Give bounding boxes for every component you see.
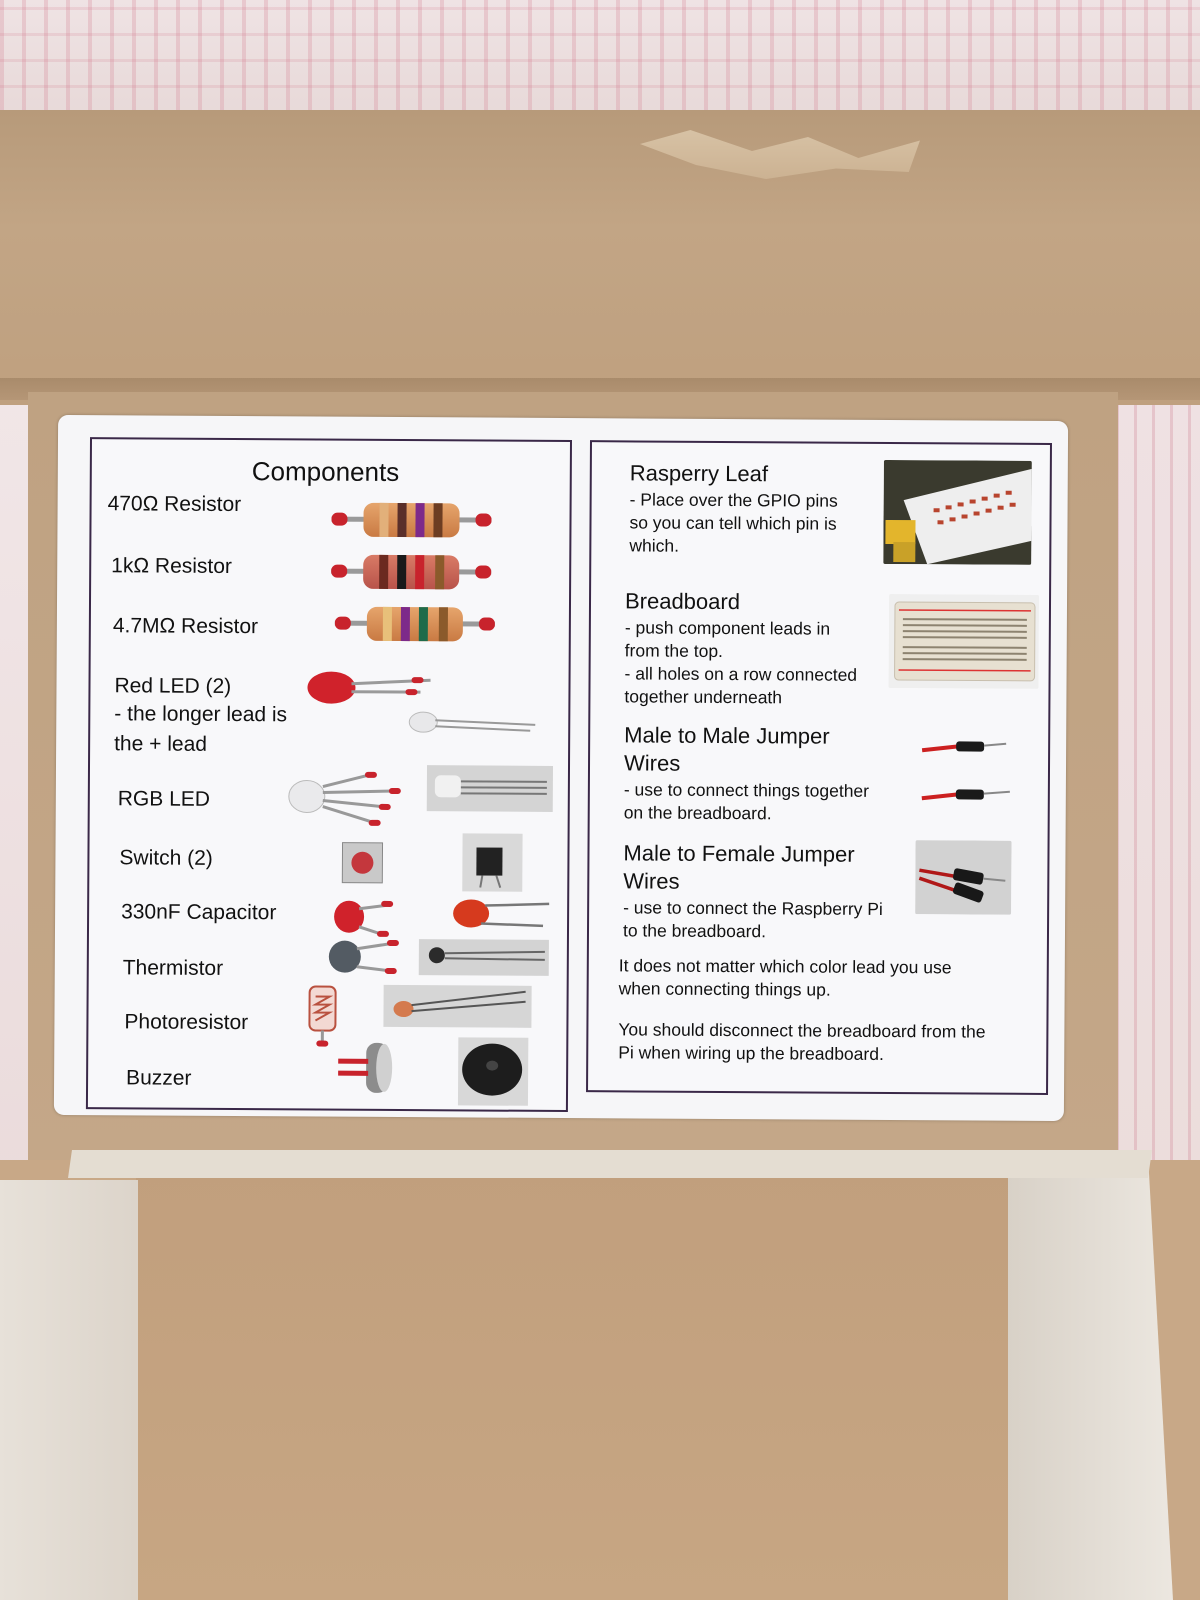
mf-jumper-title-line1: Male to Female Jumper (623, 840, 855, 867)
resistor-1k-image (331, 554, 492, 590)
breadboard-line-4: together underneath (624, 686, 783, 708)
component-sheet: Components 470Ω Resistor 1kΩ Resistor 4.… (53, 414, 1069, 1122)
resistor-470-image (331, 502, 492, 538)
note2-line-1: You should disconnect the breadboard fro… (618, 1019, 986, 1042)
thermistor-image (328, 939, 549, 976)
leaf-title: Rasperry Leaf (629, 460, 769, 487)
male-male-jumper-image (921, 741, 1010, 801)
info-panel: Rasperry Leaf - Place over the GPIO pins… (586, 440, 1052, 1095)
component-label-switch: Switch (2) (119, 846, 213, 870)
note2-line-2: Pi when wiring up the breadboard. (618, 1042, 884, 1064)
red-led-image (307, 671, 536, 733)
resistor-4.7m-image (334, 606, 495, 642)
capacitor-image (334, 899, 550, 937)
component-label-photoresistor: Photoresistor (124, 1010, 249, 1035)
mf-jumper-title-line2: Wires (623, 868, 680, 894)
rgb-led-image (288, 765, 554, 826)
breadboard-line-3: - all holes on a row connected (624, 663, 858, 685)
box-lid (0, 110, 1200, 405)
component-label-4.7m-resistor: 4.7MΩ Resistor (112, 614, 259, 639)
mm-jumper-line-2: on the breadboard. (623, 802, 772, 824)
mm-jumper-title-line2: Wires (623, 750, 681, 776)
red-led-note-line2: the + lead (114, 732, 208, 756)
mm-jumper-line-1: - use to connect things together (623, 779, 870, 801)
box-flap-left (0, 1180, 138, 1600)
leaf-line-3: which. (629, 535, 680, 556)
mm-jumper-title-line1: Male to Male Jumper (624, 722, 830, 749)
components-title: Components (251, 456, 400, 488)
raspberry-leaf-photo (883, 459, 1032, 565)
breadboard-photo (888, 594, 1040, 689)
buzzer-image (338, 1037, 529, 1106)
box-flap-right (1008, 1160, 1173, 1600)
photoresistor-image (308, 984, 532, 1047)
component-label-470-resistor: 470Ω Resistor (107, 492, 242, 517)
leaf-line-2: so you can tell which pin is (629, 512, 837, 534)
component-label-capacitor: 330nF Capacitor (121, 900, 277, 925)
component-label-thermistor: Thermistor (122, 956, 224, 980)
note1-line-1: It does not matter which color lead you … (618, 955, 952, 978)
red-led-note-line1: - the longer lead is (114, 702, 288, 727)
mf-jumper-line-2: to the breadboard. (622, 920, 767, 942)
box-floor (136, 1165, 1011, 1600)
mf-jumper-line-1: - use to connect the Raspberry Pi (623, 897, 883, 919)
components-panel: Components 470Ω Resistor 1kΩ Resistor 4.… (85, 437, 573, 1113)
breadboard-line-2: from the top. (624, 640, 724, 661)
breadboard-title: Breadboard (624, 588, 741, 615)
breadboard-line-1: - push component leads in (624, 617, 831, 639)
component-label-1k-resistor: 1kΩ Resistor (111, 554, 233, 578)
component-label-buzzer: Buzzer (126, 1066, 192, 1090)
male-female-jumper-photo (915, 840, 1012, 915)
note1-line-2: when connecting things up. (618, 978, 831, 1000)
component-label-red-led: Red LED (2) (114, 674, 232, 698)
leaf-line-1: - Place over the GPIO pins (629, 489, 838, 511)
component-label-rgb-led: RGB LED (117, 787, 211, 811)
box-crease (68, 1150, 1152, 1178)
switch-image (341, 833, 523, 892)
